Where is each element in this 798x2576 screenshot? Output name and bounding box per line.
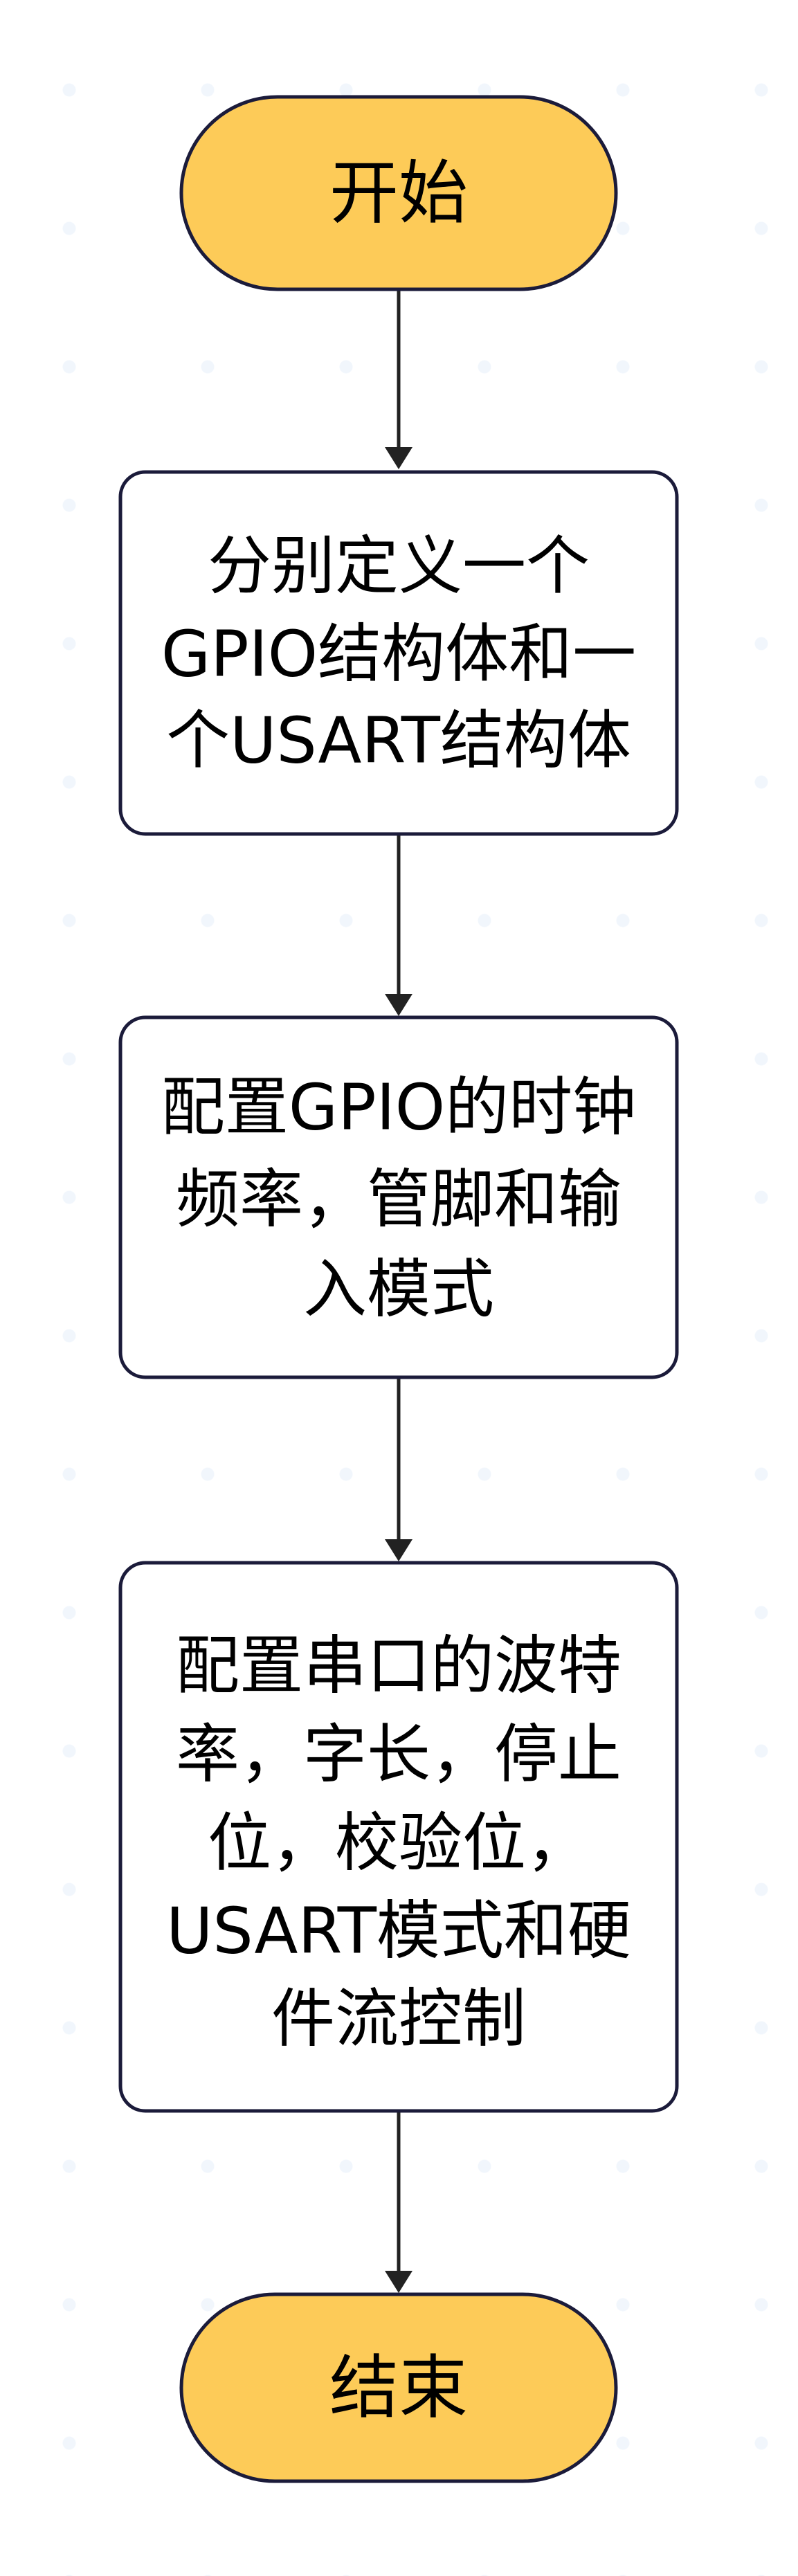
node-define-structs-line-2: GPIO结构体和一 <box>161 617 636 691</box>
node-config-usart-line-2: 率，字长，停止 <box>176 1718 622 1792</box>
node-config-gpio-line-2: 频率，管脚和输 <box>176 1163 622 1237</box>
edge-start-to-step1 <box>385 289 412 469</box>
node-config-usart-line-3: 位，校验位， <box>208 1806 590 1880</box>
edge-step2-to-step3 <box>385 1377 412 1561</box>
node-config-usart-line-4: USART模式和硬 <box>166 1894 631 1968</box>
edge-step1-to-step2 <box>385 834 412 1016</box>
node-define-structs-line-1: 分别定义一个 <box>208 529 590 604</box>
edge-step3-to-end <box>385 2111 412 2293</box>
node-end-label: 结束 <box>329 2348 468 2429</box>
node-define-structs-line-3: 个USART结构体 <box>166 704 631 778</box>
node-config-usart-line-5: 件流控制 <box>271 1982 526 2056</box>
node-config-usart-line-1: 配置串口的波特 <box>176 1629 622 1703</box>
node-config-gpio: 配置GPIO的时钟 频率，管脚和输 入模式 <box>118 1015 679 1379</box>
node-config-gpio-line-3: 入模式 <box>303 1253 494 1327</box>
node-start: 开始 <box>179 95 618 291</box>
node-end: 结束 <box>179 2292 618 2483</box>
node-start-label: 开始 <box>329 153 468 234</box>
node-config-usart: 配置串口的波特 率，字长，停止 位，校验位， USART模式和硬 件流控制 <box>118 1561 679 2113</box>
node-config-gpio-line-1: 配置GPIO的时钟 <box>161 1071 636 1145</box>
node-define-structs: 分别定义一个 GPIO结构体和一 个USART结构体 <box>118 470 679 836</box>
